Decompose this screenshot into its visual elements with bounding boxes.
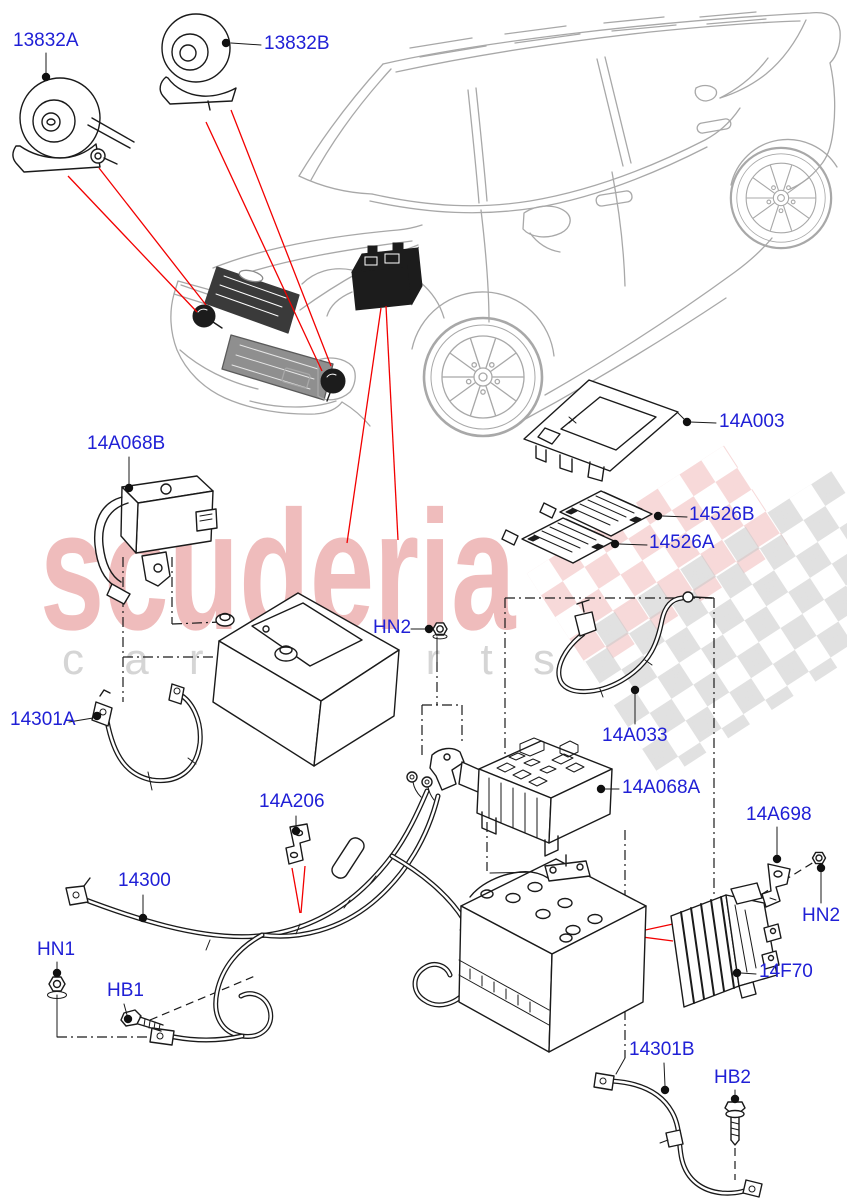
- nut-HN2-upper-drawing: [432, 622, 448, 640]
- red-leader-lines: [67, 109, 674, 942]
- vehicle-illustration: [170, 11, 841, 438]
- part-label-14a003[interactable]: 14A003: [719, 411, 785, 432]
- part-label-14a033[interactable]: 14A033: [602, 725, 668, 746]
- fusebox-side-bracket-drawing: [429, 747, 481, 793]
- battery-cable-14A033-drawing: [556, 591, 713, 698]
- vehicle-location-markers: [192, 242, 423, 402]
- auxiliary-battery-drawing: [212, 592, 400, 767]
- horn-13832B-drawing: [159, 13, 237, 111]
- left-horn-marker: [192, 304, 223, 329]
- ground-cable-14301A-drawing: [91, 683, 203, 791]
- part-label-hb2[interactable]: HB2: [714, 1067, 751, 1088]
- module-14A068B-drawing: [93, 475, 218, 605]
- right-horn-marker: [320, 368, 346, 402]
- module-14F70-drawing: [670, 882, 782, 1008]
- wiring-harness-14300-drawing: [65, 788, 479, 1046]
- fuse-strip-14526A-drawing: [501, 517, 615, 564]
- part-label-14301b[interactable]: 14301B: [629, 1039, 695, 1060]
- ground-cable-14301B-drawing: [593, 1072, 763, 1198]
- part-label-14526a[interactable]: 14526A: [649, 532, 715, 553]
- module-14A003-drawing: [523, 379, 685, 482]
- part-label-14a698[interactable]: 14A698: [746, 804, 812, 825]
- assembly-connector-lines: [57, 557, 815, 1180]
- part-label-hn2-upper[interactable]: HN2: [373, 617, 412, 638]
- label-leader-lines: [45, 42, 822, 1096]
- fuse-strip-14526B-drawing: [539, 490, 653, 537]
- nut-HN1-drawing: [47, 976, 67, 999]
- part-label-14a068b[interactable]: 14A068B: [87, 433, 166, 454]
- part-label-14526b[interactable]: 14526B: [689, 504, 755, 525]
- nut-HN2-right-drawing: [811, 851, 827, 865]
- part-label-14301a[interactable]: 14301A: [10, 709, 76, 730]
- horn-13832A-drawing: [12, 77, 135, 173]
- bracket-14A206-drawing: [285, 823, 311, 865]
- main-battery-drawing: [458, 854, 647, 1053]
- bolt-HB2-drawing: [724, 1101, 746, 1146]
- label-anchor-dots: [41, 38, 826, 1104]
- part-label-14a206[interactable]: 14A206: [259, 791, 325, 812]
- engine-bay-junction-box-marker: [351, 242, 423, 311]
- part-label-hn1[interactable]: HN1: [37, 939, 76, 960]
- part-label-14a068a[interactable]: 14A068A: [622, 777, 701, 798]
- part-label-14300[interactable]: 14300: [118, 870, 171, 891]
- junction-box-14A068A-drawing: [406, 737, 613, 857]
- part-label-13832a[interactable]: 13832A: [13, 30, 79, 51]
- part-label-13832b[interactable]: 13832B: [264, 33, 330, 54]
- part-label-hb1[interactable]: HB1: [107, 980, 144, 1001]
- rear-wheel: [729, 146, 833, 250]
- front-wheel: [422, 316, 544, 438]
- part-label-hn2-right[interactable]: HN2: [802, 905, 841, 926]
- part-label-14f70[interactable]: 14F70: [759, 961, 813, 982]
- bracket-14A698-drawing: [761, 863, 791, 908]
